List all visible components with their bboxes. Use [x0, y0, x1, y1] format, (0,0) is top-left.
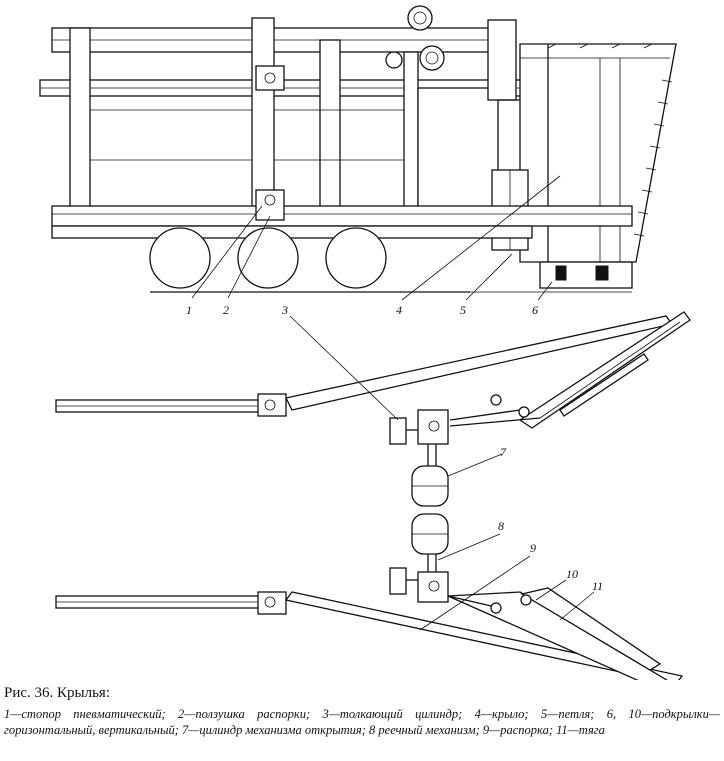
wing-open: [447, 591, 668, 680]
callout-2: 2: [223, 303, 229, 317]
roller: [419, 45, 445, 71]
slider-block: [257, 393, 287, 417]
roller: [407, 5, 433, 31]
wing-plan: [518, 311, 691, 429]
callout-10: 10: [566, 567, 578, 581]
strut-open: [284, 591, 684, 680]
callout-7: 7: [500, 445, 507, 459]
callout-4: 4: [396, 303, 402, 317]
caption-text: 1—стопор пневматический; 2—ползушка расп…: [4, 707, 720, 737]
wing-panel: [519, 43, 677, 263]
flap-plan: [559, 353, 649, 417]
upper-slider: [255, 65, 285, 91]
callout-6: 6: [532, 303, 538, 317]
callout-5: 5: [460, 303, 466, 317]
lower-frame-beam: [51, 225, 533, 239]
side-view: 1 2 4 5 6: [39, 5, 677, 317]
frame-post: [69, 27, 91, 229]
callout-11: 11: [592, 579, 603, 593]
wheel: [325, 227, 387, 289]
housing-top: [487, 19, 517, 101]
callout-1: 1: [186, 303, 192, 317]
roller: [385, 51, 403, 69]
actuator-bracket-lower: [417, 571, 449, 603]
pushing-cylinder-lower: [389, 567, 407, 595]
frame-post: [319, 39, 341, 231]
wheels: [149, 227, 387, 289]
caption-title: Рис. 36. Крылья:: [4, 685, 111, 701]
callout-8: 8: [498, 519, 504, 533]
wheel: [149, 227, 211, 289]
flap-window: [595, 265, 609, 281]
callout-3: 3: [281, 303, 288, 317]
vertical-flap: [520, 587, 662, 671]
housing: [417, 87, 499, 229]
figure-caption: Рис. 36. Крылья: 1—стопор пневматический…: [4, 684, 720, 738]
wings-diagram: 1 2 4 5 6 3 7: [39, 5, 691, 680]
flap-window: [555, 265, 567, 281]
actuator-bracket: [417, 409, 449, 445]
frame-post: [403, 51, 419, 233]
slider-block: [257, 591, 287, 615]
wheel: [237, 227, 299, 289]
plan-view-closed: 3 7: [55, 303, 691, 507]
horizontal-flap: [539, 261, 633, 289]
callout-9: 9: [530, 541, 536, 555]
lower-rail: [51, 205, 633, 227]
wing-hatching: [547, 43, 673, 237]
pushing-cylinder: [389, 417, 407, 445]
plan-view-open: 8 9 10 11: [55, 513, 684, 680]
